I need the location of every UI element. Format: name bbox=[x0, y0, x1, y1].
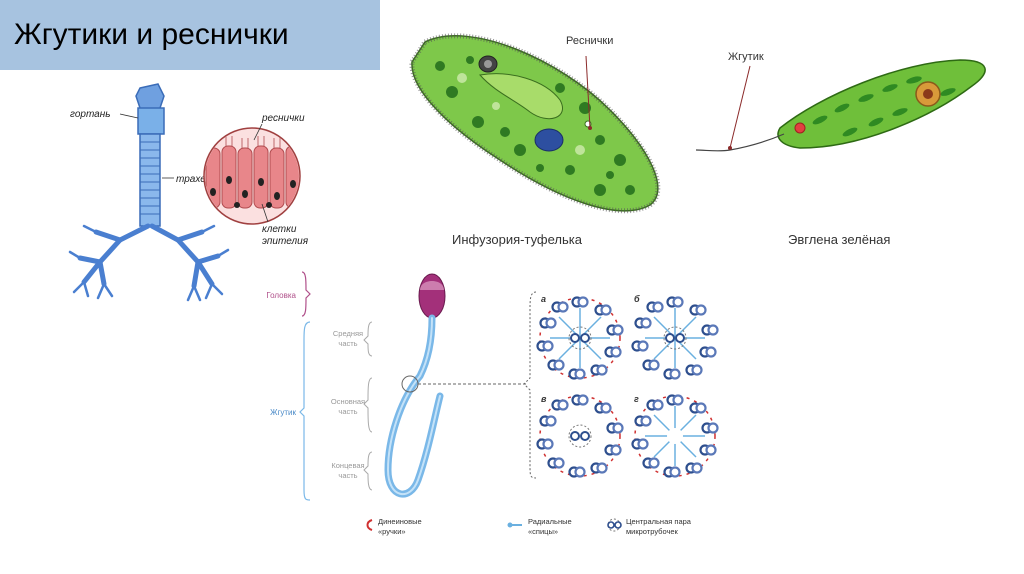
euglena-illustration: Жгутик Эвглена зелёная bbox=[696, 51, 985, 247]
central-pair-legend-icon bbox=[608, 519, 621, 531]
sperm-head bbox=[419, 274, 445, 318]
cross-section-b: б bbox=[633, 294, 718, 379]
middle-part-label-2: часть bbox=[338, 339, 357, 348]
epithelium-cells-label-2: эпителия bbox=[262, 236, 309, 247]
central-pair-legend-label-2: микротрубочек bbox=[626, 527, 679, 536]
dynein-legend-icon bbox=[368, 520, 373, 530]
paramecium-cilia-label: Реснички bbox=[566, 35, 613, 47]
cross-section-g: г bbox=[633, 394, 718, 477]
sperm-flagellum bbox=[388, 318, 440, 494]
cross-section-label-g: г bbox=[634, 394, 639, 404]
cross-section-label-v: в bbox=[541, 394, 547, 404]
flagellum-label: Жгутик bbox=[270, 408, 296, 417]
sperm-illustration: Головка Жгутик Средняя часть Основная ча… bbox=[266, 272, 536, 500]
dynein-legend-label-1: Динеиновые bbox=[378, 517, 422, 526]
end-part-label-2: часть bbox=[338, 471, 357, 480]
head-bracket bbox=[302, 272, 310, 316]
paramecium-caption: Инфузория-туфелька bbox=[452, 232, 583, 247]
euglena-flagellum-label: Жгутик bbox=[728, 51, 764, 63]
dynein-legend-label-2: «ручки» bbox=[378, 527, 406, 536]
larynx-label: гортань bbox=[70, 109, 110, 120]
cross-section-label-b: б bbox=[634, 294, 640, 304]
epithelium-magnifier: реснички клетки эпителия bbox=[204, 113, 309, 247]
end-part-label-1: Концевая bbox=[331, 461, 364, 470]
middle-part-label-1: Средняя bbox=[333, 329, 363, 338]
central-pair-legend-label-1: Центральная пара bbox=[626, 517, 692, 526]
paramecium-illustration: Реснички Инфузория-туфелька bbox=[412, 35, 658, 247]
main-part-label-2: часть bbox=[338, 407, 357, 416]
cross-section-a: а bbox=[538, 294, 623, 379]
spoke-legend-label-1: Радиальные bbox=[528, 517, 572, 526]
epithelium-cells-label-1: клетки bbox=[262, 224, 297, 235]
trachea-illustration: гортань трахея bbox=[70, 84, 228, 300]
legend: Динеиновые «ручки» Радиальные «спицы» Це… bbox=[368, 517, 692, 536]
cross-section-label-a: а bbox=[541, 294, 546, 304]
spoke-legend-label-2: «спицы» bbox=[528, 527, 558, 536]
main-part-label-1: Основная bbox=[331, 397, 365, 406]
head-label: Головка bbox=[266, 291, 296, 300]
larynx-base bbox=[138, 108, 164, 134]
trachea-tube bbox=[140, 134, 160, 226]
bronchi-tree bbox=[80, 226, 218, 286]
cross-section-v: в bbox=[538, 394, 623, 477]
euglena-caption: Эвглена зелёная bbox=[788, 232, 890, 247]
cilia-label: реснички bbox=[261, 113, 305, 124]
flagellum-bracket bbox=[300, 322, 310, 500]
